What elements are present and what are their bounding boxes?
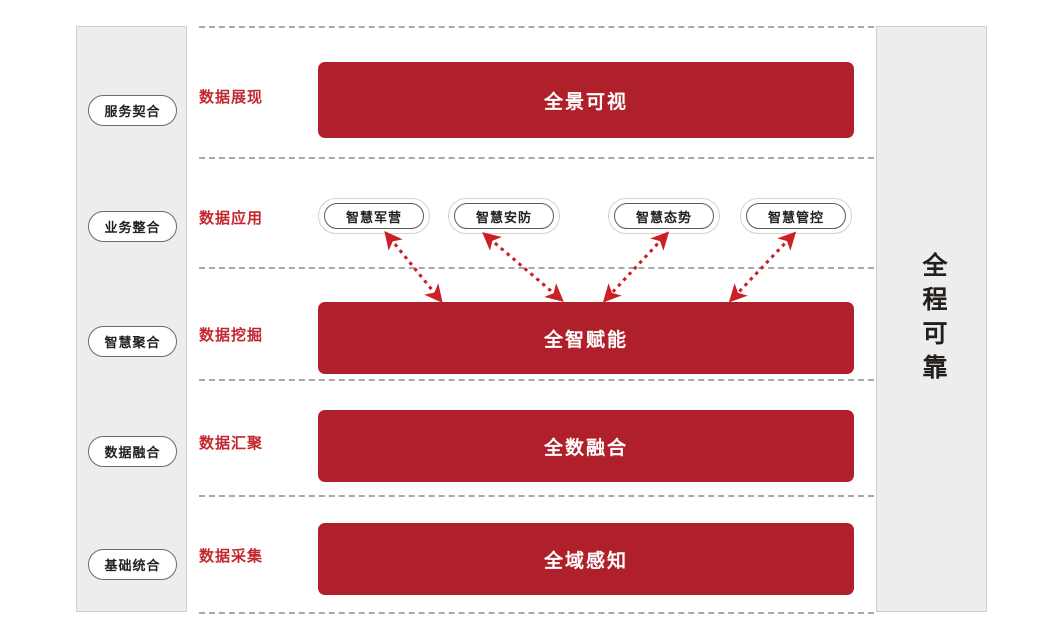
row-data-collection: 数据采集 全域感知	[199, 523, 859, 595]
divider-bottom	[199, 612, 874, 614]
app-pill-smart-control[interactable]: 智慧管控	[740, 198, 852, 234]
stage-pill-foundation-unification[interactable]: 基础统合	[88, 549, 177, 580]
stage-pill-data-fusion[interactable]: 数据融合	[88, 436, 177, 467]
app-pill-smart-situation[interactable]: 智慧态势	[608, 198, 720, 234]
divider-top	[199, 26, 874, 28]
reliability-banner-panel: 全程可靠	[876, 26, 987, 612]
stage-pill-intelligence-convergence[interactable]: 智慧聚合	[88, 326, 177, 357]
divider-4	[199, 495, 874, 497]
reliability-motto: 全程可靠	[877, 27, 988, 613]
bar-panoramic-visibility[interactable]: 全景可视	[318, 62, 854, 138]
row-data-presentation: 数据展现 全景可视	[199, 62, 859, 138]
app-pill-smart-security-label: 智慧安防	[454, 203, 554, 229]
row-label-data-presentation: 数据展现	[199, 89, 264, 106]
stage-pill-service-fit[interactable]: 服务契合	[88, 95, 177, 126]
app-pill-smart-barracks[interactable]: 智慧军营	[318, 198, 430, 234]
divider-3	[199, 379, 874, 381]
row-label-data-collection: 数据采集	[199, 548, 264, 565]
capability-stage-panel: 服务契合 业务整合 智慧聚合 数据融合 基础统合	[76, 26, 187, 612]
row-label-data-mining: 数据挖掘	[199, 327, 264, 344]
divider-2	[199, 267, 874, 269]
reliability-motto-text: 全程可靠	[919, 252, 947, 388]
row-label-data-aggregation: 数据汇聚	[199, 435, 264, 452]
divider-1	[199, 157, 874, 159]
app-pill-smart-control-label: 智慧管控	[746, 203, 846, 229]
row-data-aggregation: 数据汇聚 全数融合	[199, 410, 859, 482]
row-data-application: 数据应用 智慧军营 智慧安防 智慧态势 智慧管控	[199, 198, 859, 234]
app-pill-smart-situation-label: 智慧态势	[614, 203, 714, 229]
stage-pill-business-integration[interactable]: 业务整合	[88, 211, 177, 242]
bar-full-domain-perception[interactable]: 全域感知	[318, 523, 854, 595]
row-label-data-application: 数据应用	[199, 210, 264, 227]
app-pill-smart-barracks-label: 智慧军营	[324, 203, 424, 229]
bar-full-data-fusion[interactable]: 全数融合	[318, 410, 854, 482]
bar-full-intelligence-empowerment[interactable]: 全智赋能	[318, 302, 854, 374]
app-pill-smart-security[interactable]: 智慧安防	[448, 198, 560, 234]
row-data-mining: 数据挖掘 全智赋能	[199, 302, 859, 374]
